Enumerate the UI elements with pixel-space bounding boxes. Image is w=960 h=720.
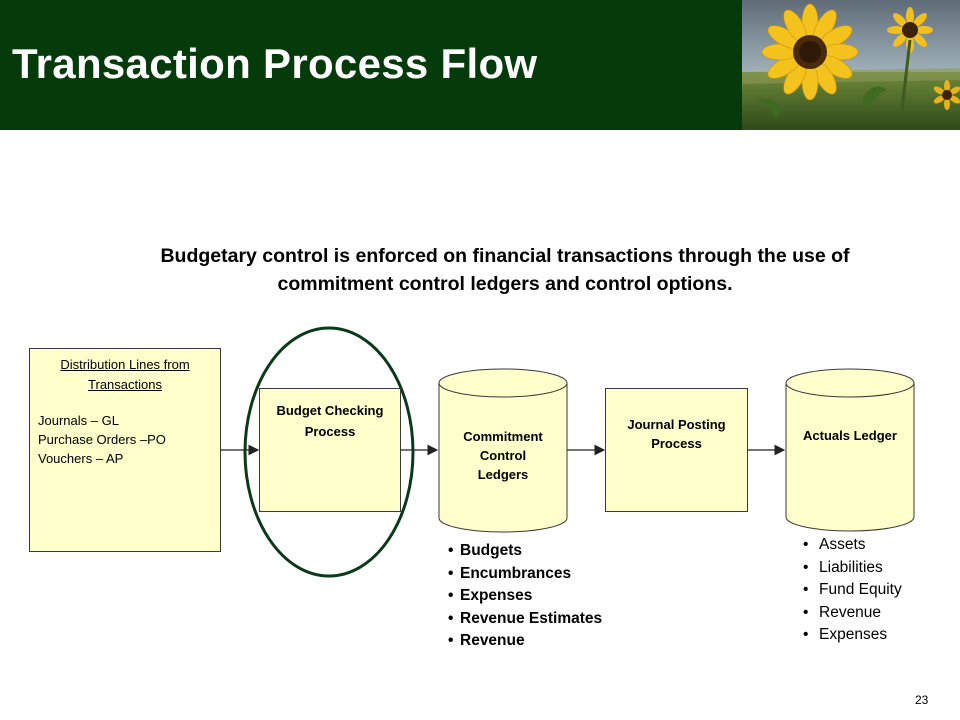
page-number: 23 [915,693,929,707]
list-item: Expenses [803,624,902,647]
commitment-control-ledgers-cylinder [438,368,568,533]
intro-line-1: Budgetary control is enforced on financi… [160,245,850,267]
budget-checking-highlight-ellipse [243,326,415,578]
commitment-items-list: Budgets Encumbrances Expenses Revenue Es… [448,540,602,653]
budget-checking-process-box: Budget Checking Process [259,388,401,512]
actuals-ledger-cylinder [785,368,915,532]
journal-posting-process-box: Journal Posting Process [605,388,748,512]
list-item: Encumbrances [448,563,602,586]
distribution-heading-line-2: Transactions [88,377,162,392]
actuals-ledger-label: Actuals Ledger [803,428,897,443]
distribution-line-purchase-orders: Purchase Orders –PO [38,432,166,447]
commitment-line-1: Commitment [463,429,543,444]
commitment-control-ledgers-label: Commitment Control Ledgers [439,427,567,484]
distribution-line-journals: Journals – GL [38,413,119,428]
intro-line-2: commitment control ledgers and control o… [277,273,733,295]
sunflower-photo-icon [742,0,960,130]
distribution-line-vouchers: Vouchers – AP [38,451,124,466]
budget-checking-line-2: Process [304,424,356,439]
header-banner: Transaction Process Flow [0,0,960,130]
list-item: Revenue [448,630,602,653]
list-item: Revenue Estimates [448,608,602,631]
journal-posting-line-2: Process [651,436,702,451]
budget-checking-line-1: Budget Checking [276,403,384,418]
list-item: Budgets [448,540,602,563]
list-item: Expenses [448,585,602,608]
distribution-lines-box: Distribution Lines from Transactions Jou… [29,348,221,552]
page-title: Transaction Process Flow [12,40,538,87]
list-item: Liabilities [803,557,902,580]
distribution-heading: Distribution Lines from Transactions [30,355,220,395]
journal-posting-line-1: Journal Posting [627,417,726,432]
actuals-items-list: Assets Liabilities Fund Equity Revenue E… [803,534,902,647]
commitment-line-3: Ledgers [477,467,529,482]
commitment-line-2: Control [479,448,527,463]
list-item: Assets [803,534,902,557]
list-item: Fund Equity [803,579,902,602]
intro-statement: Budgetary control is enforced on financi… [70,242,940,298]
list-item: Revenue [803,602,902,625]
distribution-heading-line-1: Distribution Lines from [60,357,190,372]
